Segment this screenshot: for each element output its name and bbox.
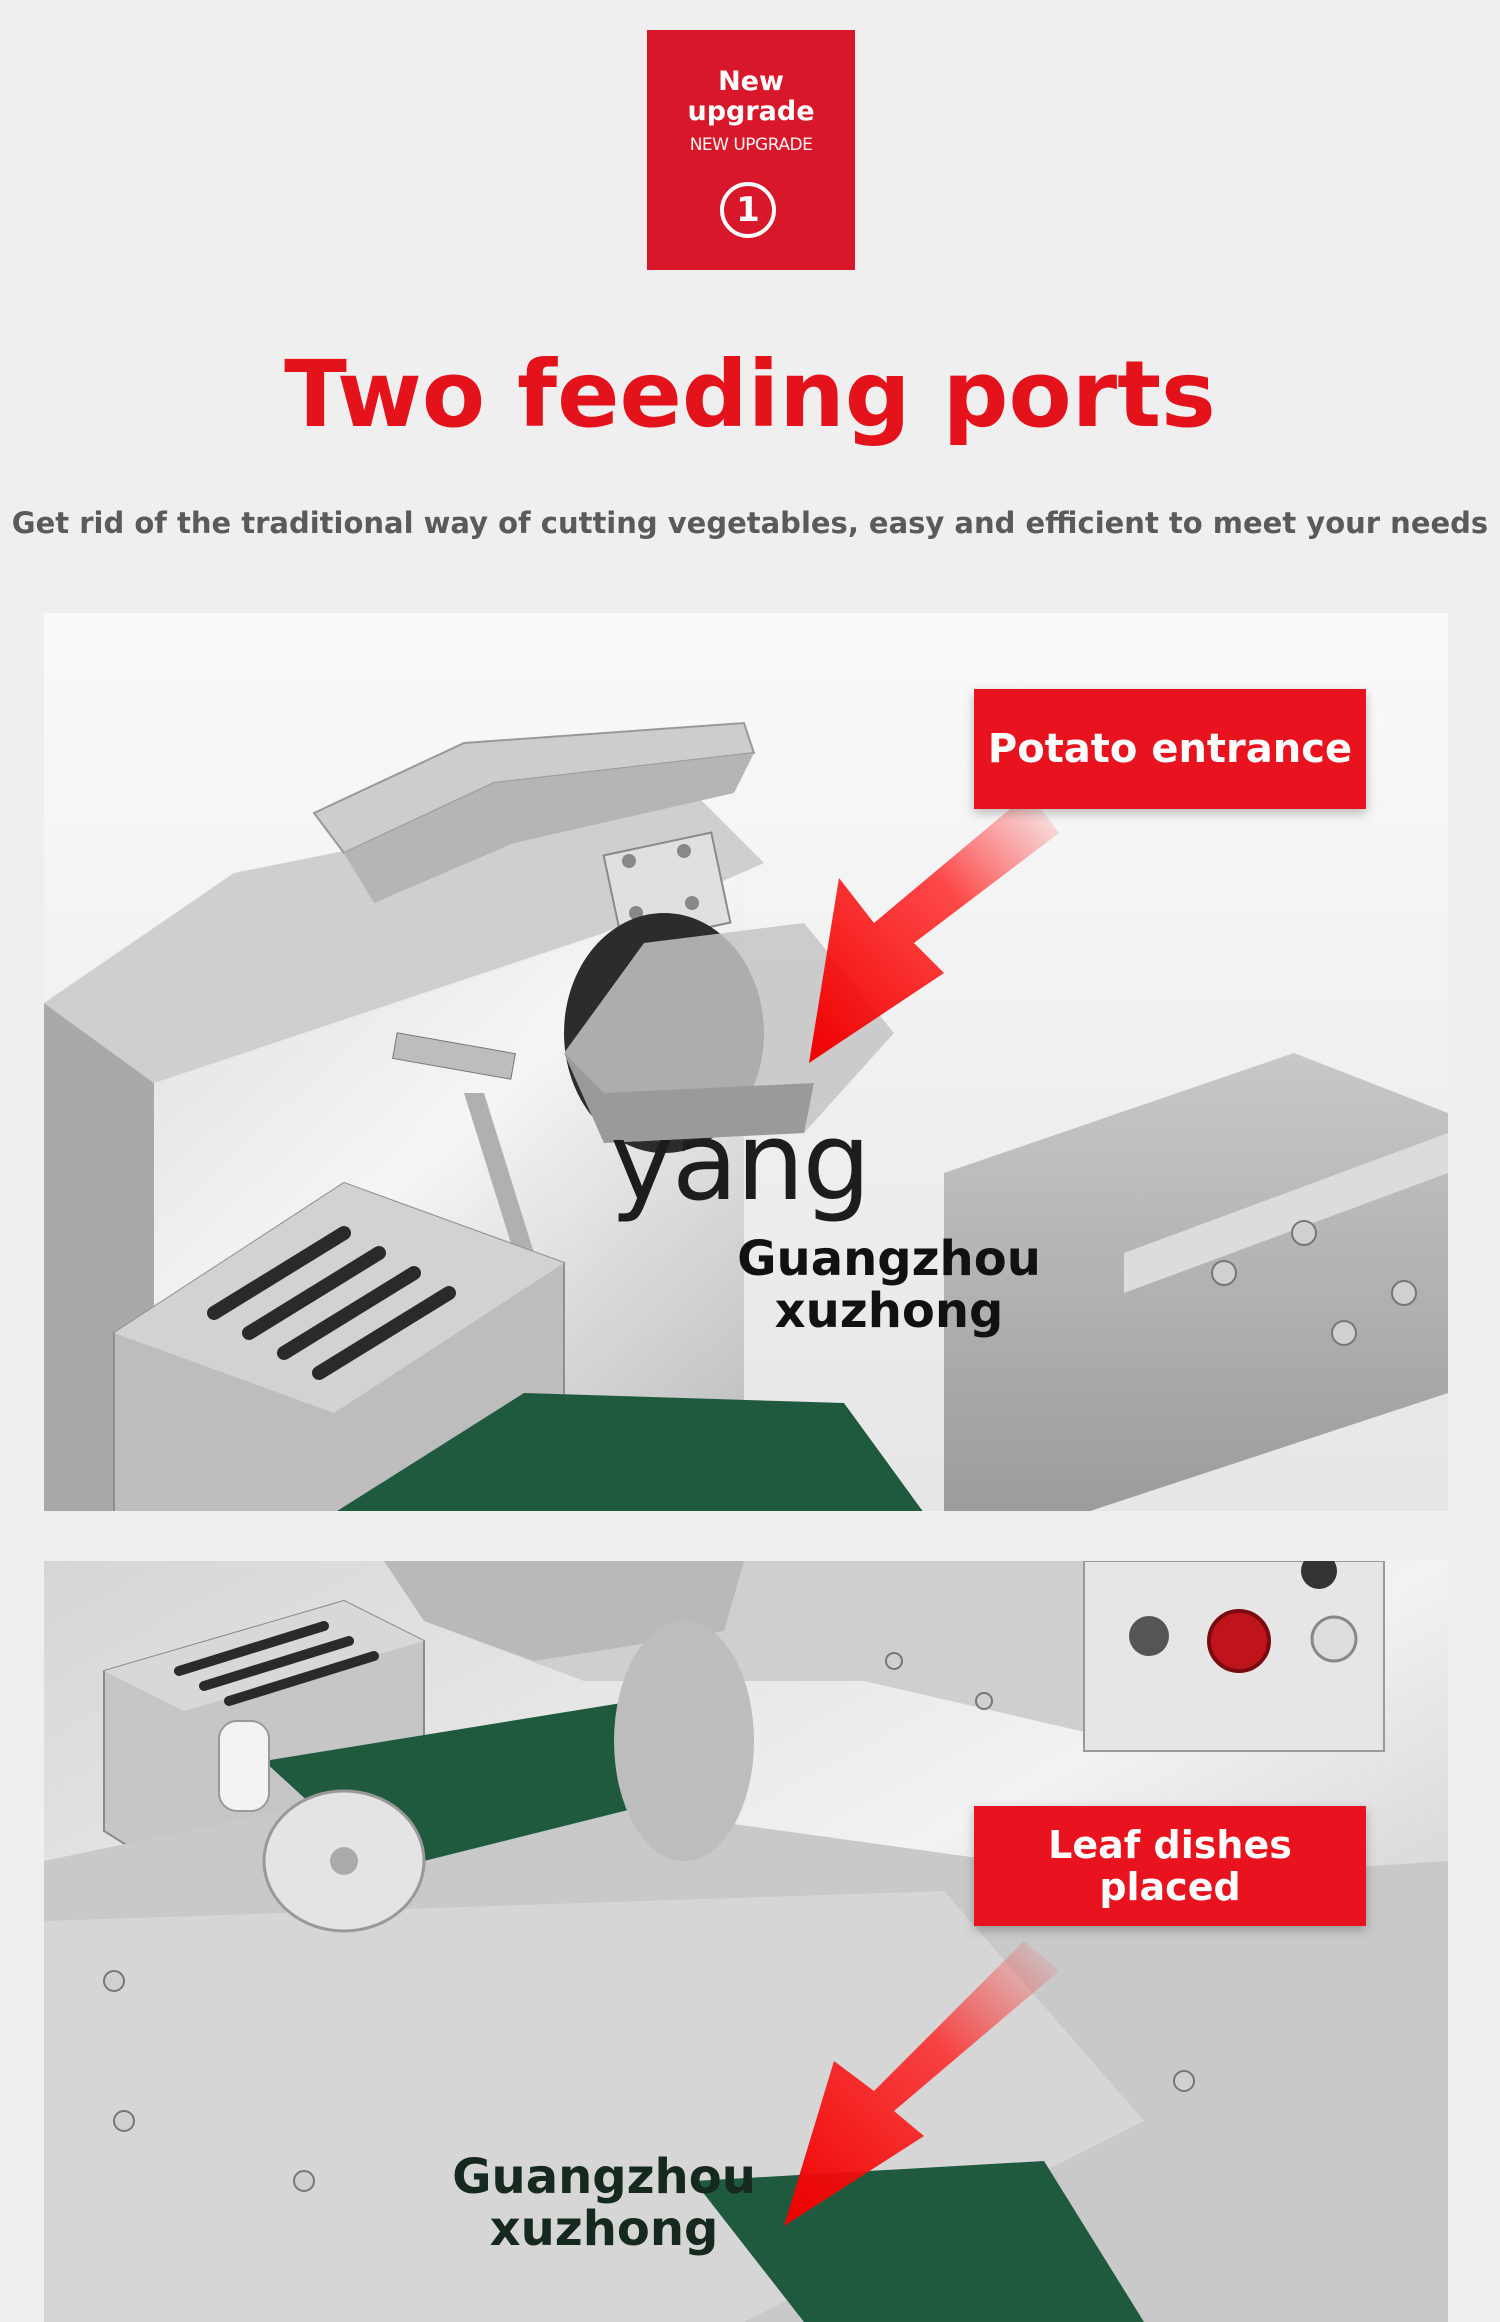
leaf-dishes-label-line1: Leaf dishes [1048,1823,1292,1867]
badge-line-upgrade: upgrade [687,96,815,127]
machine-illustration-1 [44,721,1448,1511]
machine-illustration-2 [44,1561,1448,2322]
badge-line-new-upgrade: NEW UPGRADE [689,135,813,155]
badge-line-new: New [718,66,784,97]
product-photo-potato-entrance: Potato entrance yang Guangzhou xuzhong [44,613,1448,1511]
new-upgrade-badge: New upgrade NEW UPGRADE 1 [647,30,855,270]
watermark-company-2: Guangzhou xuzhong [424,2151,784,2255]
leaf-dishes-label: Leaf dishes placed [974,1806,1366,1926]
leaf-dishes-label-line2: placed [1099,1865,1241,1909]
page-title: Two feeding ports [284,341,1216,448]
badge-number-circle: 1 [720,182,776,238]
watermark-company-line2: xuzhong [774,1283,1004,1339]
watermark-company-line1: Guangzhou [452,2149,756,2205]
watermark-company-line1: Guangzhou [737,1231,1041,1287]
watermark-yang: yang [610,1100,871,1225]
watermark-company-line2: xuzhong [489,2201,719,2257]
page-subtitle: Get rid of the traditional way of cuttin… [11,506,1489,540]
product-photo-leaf-dishes: Leaf dishes placed Guangzhou xuzhong [44,1561,1448,2322]
watermark-company-1: Guangzhou xuzhong [704,1233,1074,1337]
potato-entrance-label: Potato entrance [974,689,1366,809]
